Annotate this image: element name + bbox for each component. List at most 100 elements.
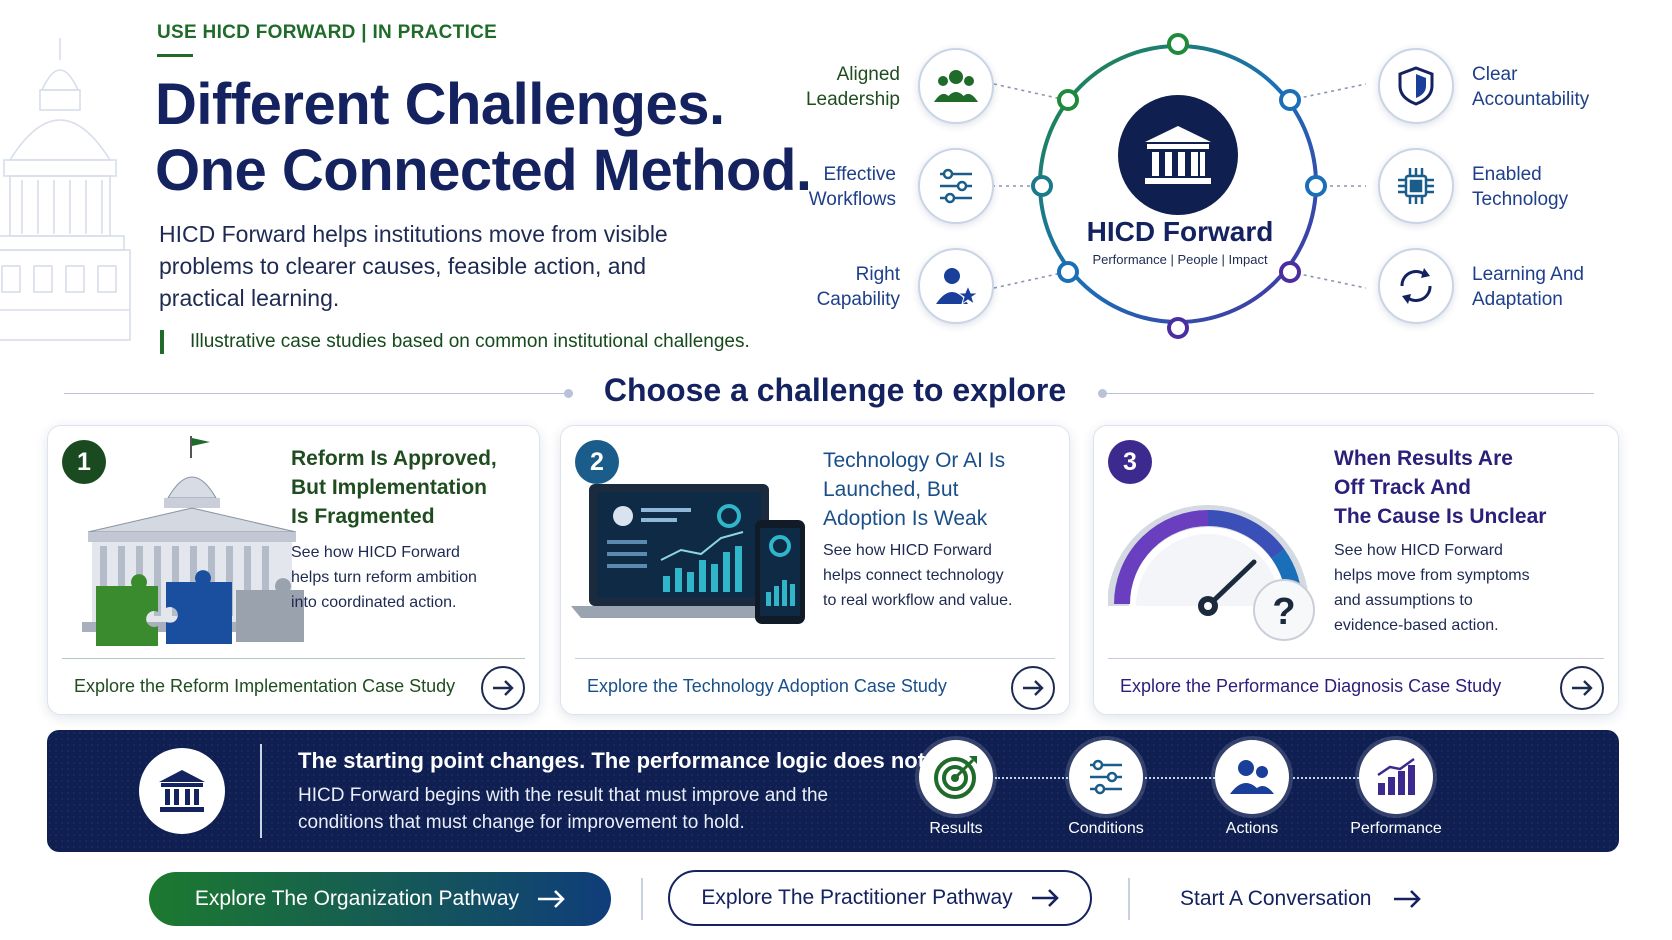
start-conversation-link[interactable]: Start A Conversation <box>1180 872 1422 926</box>
step-label: Performance <box>1350 820 1442 837</box>
hub-label-aligned-leadership: Aligned Leadership <box>790 62 900 112</box>
banner-separator <box>260 744 262 838</box>
organization-pathway-button[interactable]: Explore The Organization Pathway <box>149 872 611 926</box>
hub-label-learning-adaptation: Learning And Adaptation <box>1472 262 1632 312</box>
arrow-right-icon <box>538 890 565 908</box>
performance-case-study-link[interactable]: Explore the Performance Diagnosis Case S… <box>1120 676 1502 696</box>
card-title-line: Reform Is Approved, <box>291 447 497 470</box>
arrow-right-icon[interactable] <box>1011 666 1055 710</box>
hub-label-line: Clear <box>1472 64 1518 85</box>
sliders-icon <box>1069 740 1143 814</box>
arrow-right-icon <box>1394 890 1422 908</box>
card-text-line: See how HICD Forward <box>1334 542 1503 559</box>
reform-case-study-link[interactable]: Explore the Reform Implementation Case S… <box>74 676 456 696</box>
hub-label-line: Effective <box>823 164 896 185</box>
bar-chart-growth-icon <box>1359 740 1433 814</box>
headline-line-2: One Connected Method. <box>155 138 812 203</box>
hub-label-clear-accountability: Clear Accountability <box>1472 62 1622 112</box>
card-title: Technology Or AI Is Launched, But Adopti… <box>823 446 1005 533</box>
card-text-line: to real workflow and value. <box>823 592 1013 609</box>
laptop-phone-dashboard-illustration <box>571 484 805 624</box>
hub-center-bank-icon <box>1118 95 1238 215</box>
card-description: See how HICD Forward helps turn reform a… <box>291 540 477 615</box>
link-label: Start A Conversation <box>1180 887 1372 910</box>
banner-text: HICD Forward begins with the result that… <box>298 785 829 833</box>
case-study-card-technology[interactable]: 2 Technology Or AI Is Launched, But Adop… <box>560 425 1070 715</box>
technology-case-study-link[interactable]: Explore the Technology Adoption Case Stu… <box>587 676 947 696</box>
section-divider-left <box>64 393 568 394</box>
card-text-line: and assumptions to <box>1334 592 1473 609</box>
shield-icon <box>1378 48 1454 124</box>
card-text-line: See how HICD Forward <box>823 542 992 559</box>
section-divider-right <box>1104 393 1594 394</box>
hub-label-line: Leadership <box>805 89 900 110</box>
people-icon <box>1215 740 1289 814</box>
card-text-line: evidence-based action. <box>1334 617 1499 634</box>
card-divider <box>1108 658 1604 659</box>
people-group-icon <box>918 48 994 124</box>
card-title-line: Is Fragmented <box>291 505 435 528</box>
government-building-puzzle-illustration <box>82 436 304 646</box>
card-title-line: Launched, But <box>823 478 959 501</box>
section-title: Choose a challenge to explore <box>603 372 1067 408</box>
eyebrow-label: USE HICD FORWARD | IN PRACTICE <box>157 22 498 43</box>
card-title-line: Off Track And <box>1334 476 1471 499</box>
card-number-badge: 2 <box>575 440 619 484</box>
card-number-badge: 1 <box>62 440 106 484</box>
card-divider <box>62 658 525 659</box>
hub-label-right-capability: Right Capability <box>790 262 900 312</box>
action-separator <box>1128 878 1130 920</box>
case-study-card-performance[interactable]: 3 ? When Results Are Off Track And The C… <box>1093 425 1619 715</box>
banner-texture <box>47 730 1619 852</box>
hub-label-line: Aligned <box>836 64 900 85</box>
case-study-card-reform[interactable]: 1 Reform Is Approved, But Implementat <box>47 425 540 715</box>
step-label: Results <box>929 820 983 837</box>
chip-icon <box>1378 148 1454 224</box>
card-text-line: See how HICD Forward <box>291 544 460 561</box>
bank-icon <box>139 748 225 834</box>
arrow-right-icon[interactable] <box>481 666 525 710</box>
hub-label-line: Workflows <box>808 189 896 210</box>
hub-label-line: Capability <box>816 289 900 310</box>
person-star-icon <box>918 248 994 324</box>
speedometer-question-illustration: ? <box>1108 505 1315 641</box>
capitol-building-illustration <box>0 38 131 341</box>
card-title: When Results Are Off Track And The Cause… <box>1334 444 1546 531</box>
workflow-sliders-icon <box>918 148 994 224</box>
section-divider-dot-left <box>564 389 573 398</box>
step-connector <box>1293 777 1371 779</box>
button-label: Explore The Organization Pathway <box>194 887 520 910</box>
arrow-right-icon <box>1031 889 1059 907</box>
practitioner-pathway-button[interactable]: Explore The Practitioner Pathway <box>668 870 1092 926</box>
hub-label-line: Technology <box>1472 189 1569 210</box>
hub-title: HICD Forward <box>1086 216 1274 247</box>
card-text-line: helps turn reform ambition <box>291 569 477 586</box>
performance-logic-banner: The starting point changes. The performa… <box>47 730 1619 852</box>
arrow-right-icon[interactable] <box>1560 666 1604 710</box>
button-label: Explore The Practitioner Pathway <box>701 886 1013 909</box>
card-title-line: The Cause Is Unclear <box>1334 505 1547 528</box>
hub-label-line: Learning And <box>1472 264 1584 285</box>
card-text-line: helps connect technology <box>823 567 1004 584</box>
page-title: Different Challenges. One Connected Meth… <box>155 72 812 204</box>
hub-label-line: Right <box>855 264 900 285</box>
hub-ring-diagram <box>992 33 1367 339</box>
card-text-line: helps move from symptoms <box>1334 567 1530 584</box>
step-actions: Actions <box>1187 740 1317 838</box>
svg-text:?: ? <box>1272 591 1295 633</box>
headline-line-1: Different Challenges. <box>155 72 725 137</box>
hub-subtitle: Performance | People | Impact <box>1092 252 1268 267</box>
card-description: See how HICD Forward helps connect techn… <box>823 538 1012 613</box>
action-separator <box>641 878 643 920</box>
card-title: Reform Is Approved, But Implementation I… <box>291 444 497 531</box>
hub-label-line: Adaptation <box>1472 289 1563 310</box>
hub-label-line: Accountability <box>1472 89 1590 110</box>
step-label: Conditions <box>1068 820 1144 837</box>
step-connector <box>1145 777 1223 779</box>
step-conditions: Conditions <box>1041 740 1171 838</box>
card-title-line: But Implementation <box>291 476 488 499</box>
step-label: Actions <box>1225 820 1279 837</box>
card-title-line: Technology Or AI Is <box>823 449 1006 472</box>
hub-label-enabled-technology: Enabled Technology <box>1472 162 1622 212</box>
